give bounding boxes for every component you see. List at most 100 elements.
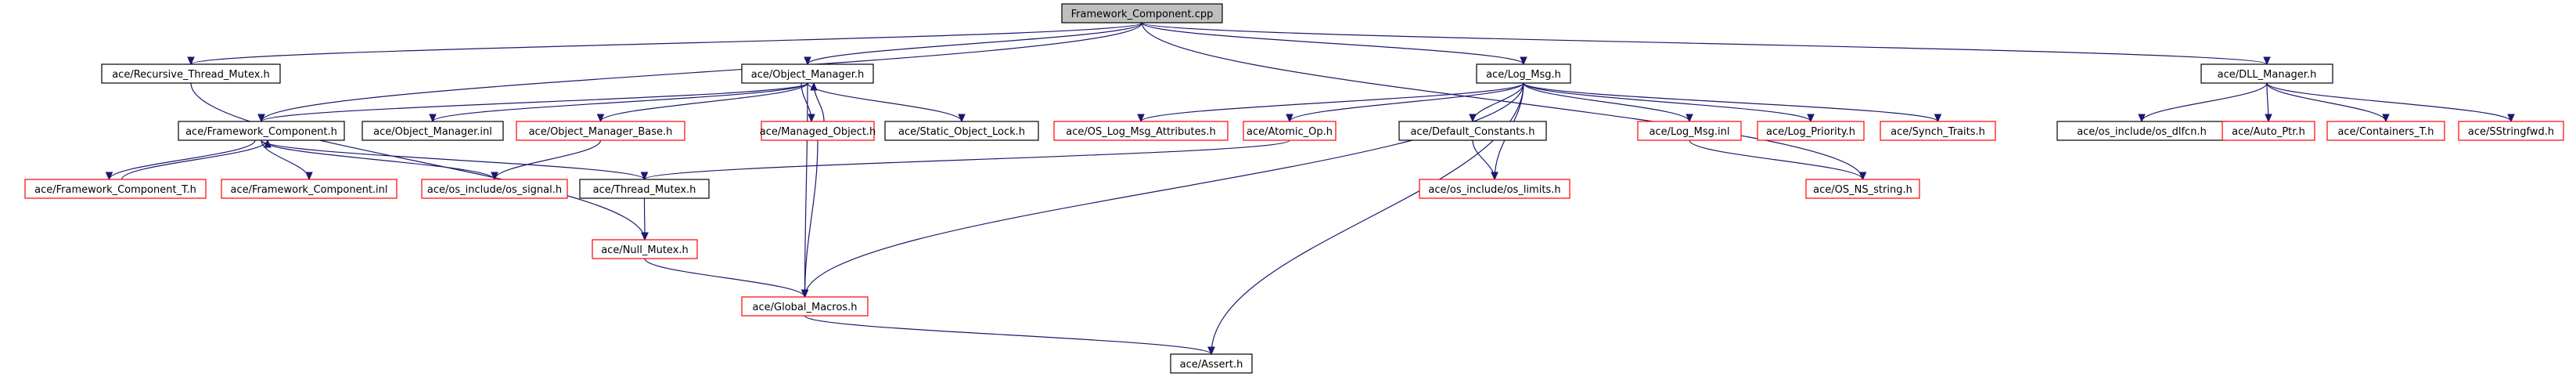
edge-om-to-fch (261, 82, 808, 122)
arrowhead-fc_cpp-to-dll (2263, 56, 2271, 66)
arrowhead-lm-to-dc (1469, 114, 1477, 123)
node-lp[interactable]: ace/Log_Priority.h (1757, 121, 1865, 141)
node-box (24, 179, 207, 199)
edge-lm-to-lminl (1523, 82, 1690, 122)
node-box (178, 121, 345, 141)
node-gm[interactable]: ace/Global_Macros.h (741, 296, 869, 317)
node-ssf[interactable]: ace/SStringfwd.h (2458, 121, 2564, 141)
node-nss[interactable]: ace/OS_NS_string.h (1805, 179, 1920, 199)
node-box (592, 239, 698, 259)
arrowhead-om-to-sol (958, 114, 966, 123)
edge-rtm-to-nm (190, 82, 646, 241)
node-box (741, 296, 869, 317)
node-label: ace/Framework_Component.h (185, 126, 337, 138)
node-label: ace/Null_Mutex.h (601, 244, 689, 256)
edge-fc_cpp-to-fch (261, 22, 1143, 122)
node-box (1757, 121, 1865, 141)
node-label: ace/os_include/os_limits.h (1428, 184, 1560, 196)
node-mo[interactable]: ace/Managed_Object.h (760, 121, 876, 141)
node-ominl[interactable]: ace/Object_Manager.inl (362, 121, 504, 141)
node-label: ace/Log_Msg.inl (1649, 126, 1729, 138)
arrowhead-lm-to-olma (1137, 114, 1145, 123)
node-sig[interactable]: ace/os_include/os_signal.h (421, 179, 568, 199)
arrowhead-om-to-fch (257, 114, 265, 123)
arrowhead-dc-to-lim (1491, 172, 1498, 181)
arrowhead-om-to-mo (808, 114, 815, 123)
arrowhead-fc_cpp-to-om (804, 56, 811, 66)
edge-om-to-omb (599, 82, 808, 122)
node-label: ace/Static_Object_Lock.h (898, 126, 1025, 138)
node-aop[interactable]: ace/Atomic_Op.h (1243, 121, 1337, 141)
edge-dc-to-lim (1472, 139, 1495, 180)
node-box (1170, 353, 1253, 374)
node-box (362, 121, 504, 141)
arrowhead-dll-to-dlfcn (2138, 114, 2146, 123)
edge-om-to-ominl (432, 82, 808, 122)
node-label: ace/Object_Manager_Base.h (529, 126, 673, 138)
node-box (421, 179, 568, 199)
node-tm[interactable]: ace/Thread_Mutex.h (579, 179, 710, 199)
arrowhead-lminl-to-nss (1858, 172, 1867, 181)
node-box (2458, 121, 2564, 141)
node-dll[interactable]: ace/DLL_Manager.h (2200, 63, 2333, 84)
edge-fc_cpp-to-rtm (190, 22, 1143, 65)
node-box (2222, 121, 2315, 141)
arrowhead-tm-to-nm (641, 232, 649, 241)
edge-om-to-sol (807, 82, 962, 122)
node-lim[interactable]: ace/os_include/os_limits.h (1419, 179, 1570, 199)
node-lm[interactable]: ace/Log_Msg.h (1476, 63, 1571, 84)
node-box (1243, 121, 1337, 141)
node-lminl[interactable]: ace/Log_Msg.inl (1637, 121, 1742, 141)
node-olma[interactable]: ace/OS_Log_Msg_Attributes.h (1053, 121, 1229, 141)
node-box (101, 63, 281, 84)
edge-fch-to-sig (261, 139, 495, 180)
node-label: ace/Log_Priority.h (1766, 126, 1855, 138)
edge-fc_cpp-to-om (807, 22, 1143, 65)
edge-dll-to-ct (2266, 82, 2387, 122)
arrowhead-mo-to-om (810, 81, 818, 91)
node-box (761, 121, 875, 141)
node-box (1419, 179, 1570, 199)
node-label: ace/Framework_Component.inl (230, 184, 387, 196)
node-dlfcn[interactable]: ace/os_include/os_dlfcn.h (2056, 121, 2227, 141)
edge-fc_cpp-to-dll (1141, 22, 2268, 65)
node-box (221, 179, 398, 199)
arrowhead-dll-to-ssf (2507, 114, 2515, 123)
arrowhead-nm-to-gm (801, 289, 809, 299)
node-box (2056, 121, 2227, 141)
edge-fch-to-fct (108, 139, 256, 180)
node-label: ace/SStringfwd.h (2468, 126, 2554, 138)
node-box (1637, 121, 1742, 141)
node-box (2326, 121, 2445, 141)
node-label: ace/Auto_Ptr.h (2232, 126, 2305, 138)
node-ct[interactable]: ace/Containers_T.h (2326, 121, 2445, 141)
edge-dll-to-dlfcn (2141, 82, 2268, 122)
node-label: Framework_Component.cpp (1071, 9, 1214, 20)
arrowhead-om-to-ominl (429, 114, 437, 123)
node-rtm[interactable]: ace/Recursive_Thread_Mutex.h (101, 63, 281, 84)
node-ap[interactable]: ace/Auto_Ptr.h (2222, 121, 2315, 141)
node-label: ace/Containers_T.h (2337, 126, 2434, 138)
node-as[interactable]: ace/Assert.h (1170, 353, 1253, 374)
node-st[interactable]: ace/Synch_Traits.h (1880, 121, 1996, 141)
node-fch[interactable]: ace/Framework_Component.h (178, 121, 345, 141)
arrowhead-lm-to-lminl (1686, 114, 1693, 123)
arrowhead-aop-to-tm (640, 172, 649, 181)
node-fc_cpp[interactable]: Framework_Component.cpp (1061, 3, 1223, 24)
node-box (1476, 63, 1571, 84)
node-dc[interactable]: ace/Default_Constants.h (1398, 121, 1547, 141)
node-label: ace/Assert.h (1180, 359, 1243, 371)
node-fct[interactable]: ace/Framework_Component_T.h (24, 179, 207, 199)
node-om[interactable]: ace/Object_Manager.h (741, 63, 874, 84)
arrowhead-fct-to-fch (264, 139, 272, 148)
arrowhead-dll-to-ap (2265, 114, 2272, 123)
edge-nm-to-gm (644, 258, 806, 298)
arrowhead-gm-to-as (1207, 346, 1215, 356)
node-box (1061, 3, 1223, 24)
edge-lm-to-st (1523, 82, 1939, 122)
node-fcinl[interactable]: ace/Framework_Component.inl (221, 179, 398, 199)
node-box (741, 63, 874, 84)
node-sol[interactable]: ace/Static_Object_Lock.h (884, 121, 1039, 141)
node-omb[interactable]: ace/Object_Manager_Base.h (516, 121, 685, 141)
node-nm[interactable]: ace/Null_Mutex.h (592, 239, 698, 259)
